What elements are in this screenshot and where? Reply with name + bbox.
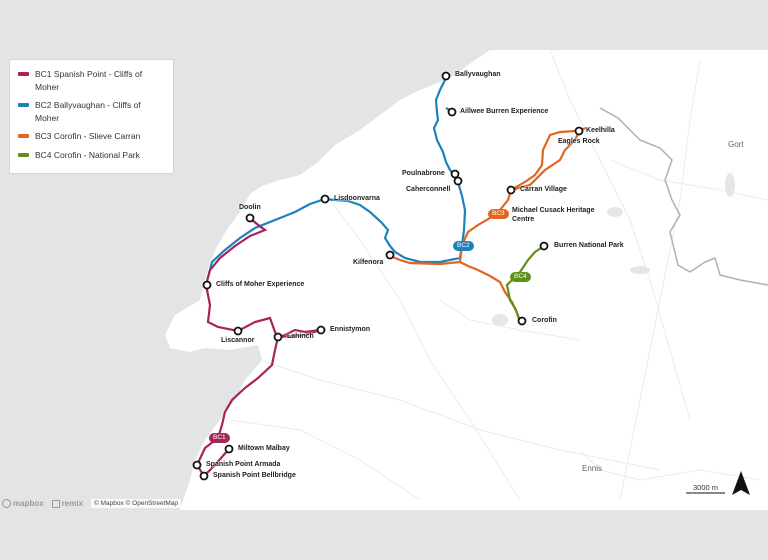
- stop-label-aillwee[interactable]: Aillwee Burren Experience: [460, 108, 549, 115]
- bc2-swatch-icon: [18, 103, 29, 107]
- stop-label-spanish-point-bellbridge[interactable]: Spanish Point Bellbridge: [213, 472, 296, 479]
- stop-label-miltown-malbay[interactable]: Miltown Malbay: [238, 445, 290, 452]
- stop-label-burren-national-park[interactable]: Burren National Park: [554, 242, 624, 249]
- route-legend: BC1 Spanish Point - Cliffs of Moher BC2 …: [9, 59, 174, 174]
- stop-label-spanish-point-armada[interactable]: Spanish Point Armada: [206, 461, 281, 468]
- stop-label-liscannor[interactable]: Liscannor: [221, 337, 255, 344]
- mapbox-logo-icon: [2, 499, 11, 508]
- bc1-swatch-icon: [18, 72, 29, 76]
- bc3-swatch-icon: [18, 134, 29, 138]
- legend-item-bc4[interactable]: BC4 Corofin - National Park: [18, 149, 165, 162]
- stop-label-poulnabrone[interactable]: Poulnabrone: [402, 170, 445, 177]
- remix-logo[interactable]: remix: [51, 499, 84, 508]
- stop-label-kilfenora[interactable]: Kilfenora: [353, 259, 384, 266]
- legend-label: BC4 Corofin - National Park: [35, 149, 140, 160]
- legend-item-bc2[interactable]: BC2 Ballyvaughan - Cliffs of Moher: [18, 99, 165, 124]
- attribution-text[interactable]: © Mapbox © OpenStreetMap: [91, 499, 182, 508]
- legend-item-bc3[interactable]: BC3 Corofin - Slieve Carran: [18, 130, 165, 143]
- stop-label-ennistymon[interactable]: Ennistymon: [330, 326, 371, 333]
- route-badge-bc1[interactable]: BC1: [209, 433, 230, 443]
- stop-label-doolin[interactable]: Doolin: [239, 204, 261, 211]
- stop-label-michael-cusack[interactable]: Michael Cusack Heritage Centre: [512, 207, 595, 223]
- attribution-bar: mapbox remix © Mapbox © OpenStreetMap: [2, 499, 182, 508]
- bc4-swatch-icon: [18, 152, 29, 157]
- remix-logo-text: remix: [61, 499, 84, 508]
- stop-label-keelhilla[interactable]: Keelhilla: [586, 127, 615, 134]
- legend-label: BC1 Spanish Point - Cliffs of Moher: [35, 69, 143, 92]
- route-badge-bc2[interactable]: BC2: [453, 241, 474, 251]
- stop-label-lisdoonvarna[interactable]: Lisdoonvarna: [334, 195, 380, 202]
- stop-label-corofin[interactable]: Corofin: [532, 317, 557, 324]
- route-badge-bc4[interactable]: BC4: [510, 272, 531, 282]
- legend-item-bc1[interactable]: BC1 Spanish Point - Cliffs of Moher: [18, 68, 165, 93]
- scale-bar: 3000 m: [686, 483, 725, 494]
- stop-label-caherconnell[interactable]: Caherconnell: [406, 186, 451, 193]
- scale-label: 3000 m: [692, 483, 719, 492]
- legend-label: BC2 Ballyvaughan - Cliffs of Moher: [35, 100, 141, 123]
- stop-label-lahinch[interactable]: Lahinch: [287, 333, 314, 340]
- stop-label-ballyvaughan[interactable]: Ballyvaughan: [455, 71, 501, 78]
- place-label-gort: Gort: [728, 140, 744, 149]
- stop-label-eagles-rock[interactable]: Eagles Rock: [558, 138, 600, 145]
- route-badge-bc3[interactable]: BC3: [488, 209, 509, 219]
- stop-label-carran-village[interactable]: Carran Village: [520, 186, 567, 193]
- map-canvas[interactable]: BC1 Spanish Point - Cliffs of Moher BC2 …: [0, 50, 768, 510]
- legend-label: BC3 Corofin - Slieve Carran: [35, 131, 141, 141]
- stop-label-cliffs-of-moher[interactable]: Cliffs of Moher Experience: [216, 281, 305, 288]
- place-label-ennis: Ennis: [582, 464, 603, 473]
- mapbox-logo-text: mapbox: [13, 499, 44, 508]
- north-arrow-icon: [732, 471, 750, 495]
- remix-logo-icon: [51, 499, 60, 508]
- mapbox-logo[interactable]: mapbox: [2, 499, 44, 508]
